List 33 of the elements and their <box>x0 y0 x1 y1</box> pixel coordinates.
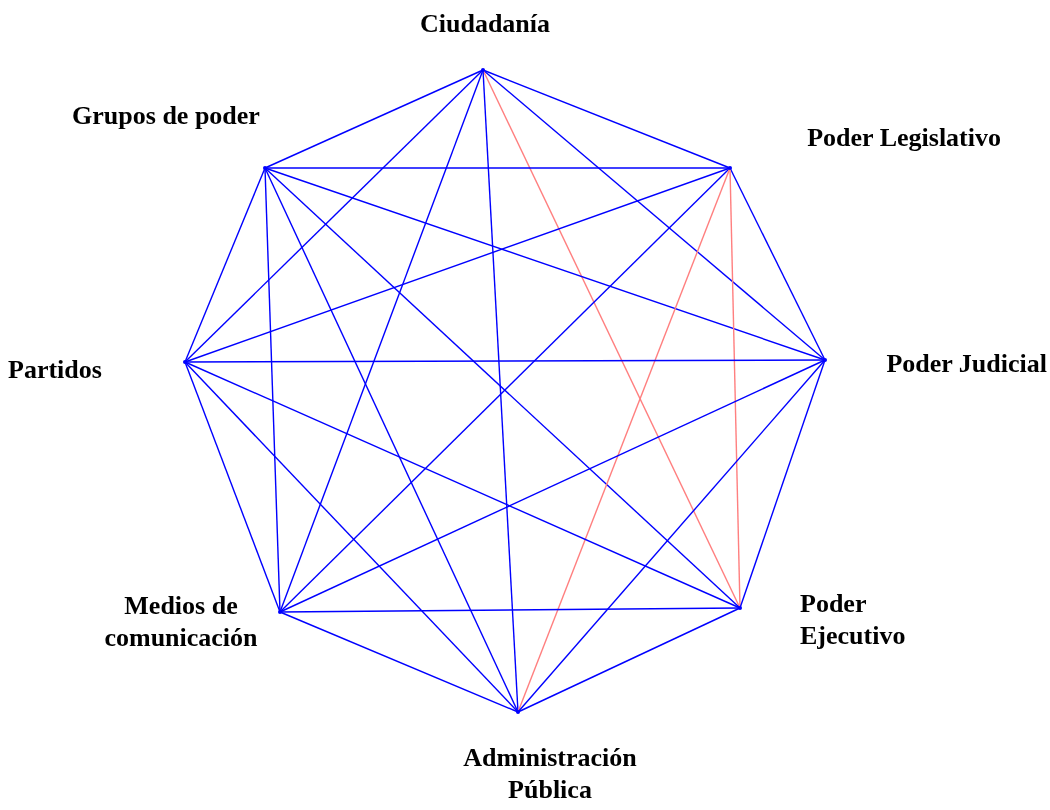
connector-line <box>184 359 826 363</box>
connector-line <box>184 167 266 363</box>
vertex-label: Poder Judicial <box>886 348 1047 380</box>
connector-line <box>482 69 741 609</box>
connector-line <box>184 69 484 363</box>
vertex-label: Grupos de poder <box>72 100 260 132</box>
vertex-label: Poder Legislativo <box>807 122 1001 154</box>
connector-line <box>264 167 731 169</box>
vertex-label: Ciudadanía <box>419 8 551 40</box>
connector-line <box>517 359 826 713</box>
vertex-label: Partidos <box>8 354 102 386</box>
connector-line <box>279 359 826 613</box>
vertex-label: Administración Pública <box>462 742 638 806</box>
connector-line <box>279 611 519 713</box>
connector-line <box>184 361 741 609</box>
connector-line <box>264 167 519 713</box>
vertex-label: Poder Ejecutivo <box>800 588 907 652</box>
connector-line <box>517 167 731 713</box>
connector-line <box>739 359 826 609</box>
connector-line <box>184 361 281 613</box>
connector-line <box>279 607 741 613</box>
connector-line <box>279 69 484 613</box>
connector-line <box>482 69 826 361</box>
connector-line <box>729 167 741 609</box>
connector-line <box>517 607 741 713</box>
connector-line <box>184 167 731 363</box>
connector-line <box>264 69 484 169</box>
connector-line <box>264 167 281 613</box>
connector-line <box>184 361 519 713</box>
connector-line <box>264 167 826 361</box>
vertex-label: Medios de comunicación <box>103 590 259 654</box>
connector-line <box>482 69 731 169</box>
connector-line <box>729 167 826 361</box>
